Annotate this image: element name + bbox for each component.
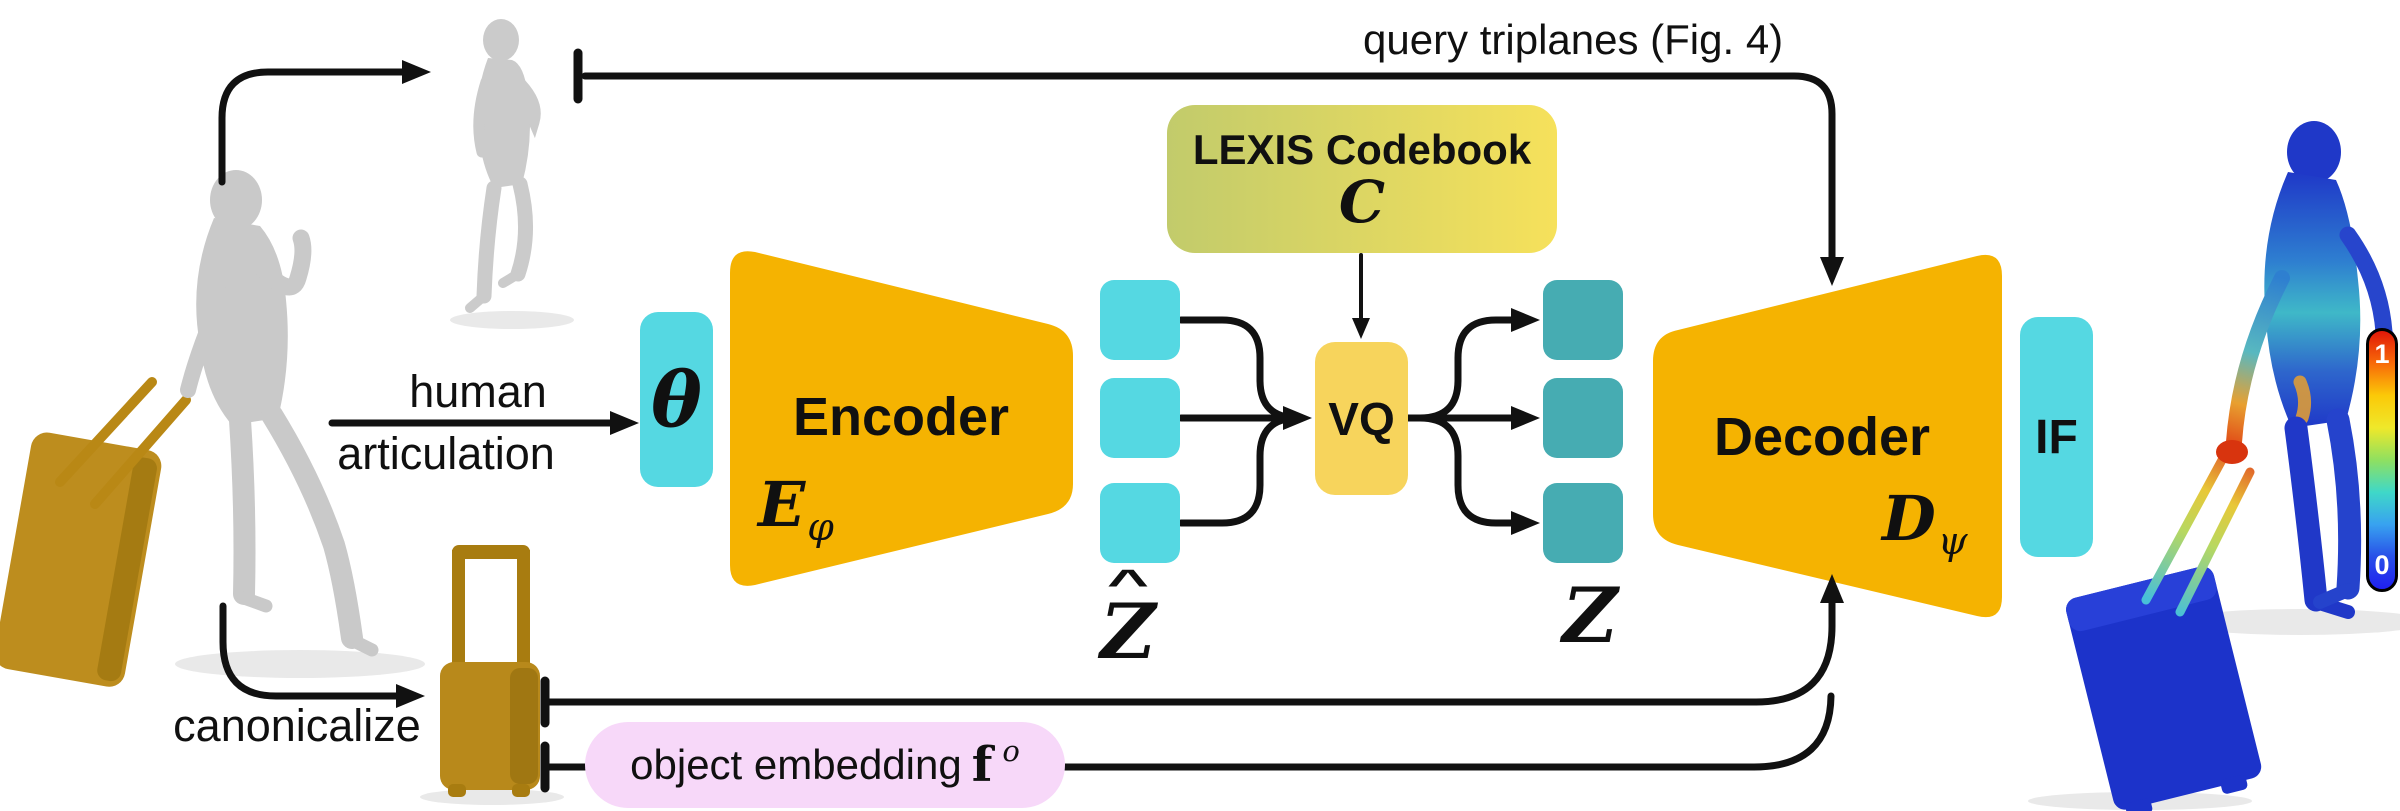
if-label: IF [2035, 410, 2078, 464]
trolley-bar [55, 377, 157, 487]
z-token-1 [1543, 280, 1623, 360]
codebook-symbol: C [1338, 168, 1386, 237]
canonicalize-label: canonicalize [173, 700, 421, 751]
object-embedding-superscript: o [1002, 734, 1020, 768]
connections [218, 48, 1844, 793]
line-zhat1-to-vq [1177, 316, 1302, 422]
z-token-3 [1543, 483, 1623, 563]
z-label: Z [1562, 571, 1618, 660]
vq-box: VQ [1315, 342, 1408, 495]
arrow-query-triplanes [581, 72, 1844, 286]
colorbar-min-tick: 0 [2374, 550, 2390, 580]
canonical-object-suitcase [440, 545, 540, 797]
lexis-codebook-title: LEXIS Codebook [1192, 125, 1532, 173]
theta-symbol: θ [651, 355, 702, 444]
reconstructed-object-suitcase [2066, 455, 2262, 811]
arrow-canonicalize [219, 602, 425, 708]
human-word: human [409, 366, 547, 417]
arrow-pose-to-canonical-human [218, 60, 431, 186]
query-triplanes-label: query triplanes (Fig. 4) [1363, 16, 1784, 63]
posed-human-mesh [180, 170, 379, 657]
encoder-symbol: Eφ [758, 468, 834, 549]
zhat-token-3 [1100, 483, 1180, 563]
reconstructed-human-mesh-heatmap [2216, 121, 2397, 619]
lexis-codebook-box: LEXIS Codebook C [1167, 105, 1557, 253]
arrow-vq-to-z3 [1404, 414, 1540, 535]
if-box: IF [2020, 317, 2093, 557]
arrow-canonical-object-to-decoder [544, 574, 1844, 706]
decoder-symbol: Dψ [1882, 482, 1968, 563]
articulation-word: articulation [337, 428, 555, 479]
theta-pose-box: θ [640, 312, 713, 487]
zhat-token-1 [1100, 280, 1180, 360]
zhat-label: ^ Z [1100, 563, 1156, 676]
trolley-bar [2175, 467, 2255, 617]
decoder-trapezoid [1653, 254, 2002, 618]
trolley-bar [90, 395, 191, 509]
colorbar: 1 0 [2366, 328, 2398, 592]
zhat-token-2 [1100, 378, 1180, 458]
arrow-vq-to-z1 [1404, 308, 1540, 422]
ground-shadows [175, 311, 2400, 810]
encoder-title: Encoder [792, 387, 1010, 447]
trolley-bar [2141, 455, 2227, 605]
line-zhat3-to-vq [1177, 414, 1302, 527]
line-object-embedding-to-decoder [1061, 692, 1835, 771]
decoder-title: Decoder [1713, 407, 1931, 467]
encoder-trapezoid [730, 251, 1073, 586]
colorbar-max-tick: 1 [2374, 339, 2390, 369]
contact-hotspot [2216, 440, 2248, 464]
canonical-human-mesh [465, 19, 541, 313]
input-object-suitcase [0, 377, 191, 687]
vq-label: VQ [1328, 392, 1395, 445]
z-token-2 [1543, 378, 1623, 458]
